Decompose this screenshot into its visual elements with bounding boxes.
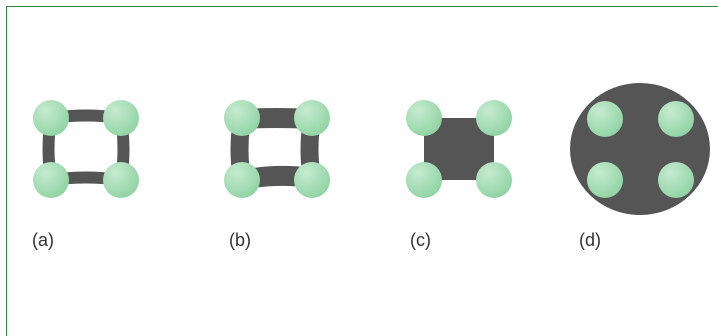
- figure-d: [570, 83, 710, 215]
- figure-label-b: (b): [229, 230, 251, 251]
- node-sphere-icon: [33, 162, 69, 198]
- cluster-diagram: [0, 0, 718, 321]
- node-sphere-icon: [294, 100, 330, 136]
- figure-label-d: (d): [579, 230, 601, 251]
- node-sphere-icon: [406, 162, 442, 198]
- figure-label-a: (a): [32, 230, 54, 251]
- circle-block: [570, 83, 710, 215]
- figure-c: [406, 100, 512, 198]
- node-sphere-icon: [476, 100, 512, 136]
- node-sphere-icon: [103, 100, 139, 136]
- node-sphere-icon: [224, 162, 260, 198]
- node-sphere-icon: [658, 101, 694, 137]
- node-sphere-icon: [587, 101, 623, 137]
- figure-b: [224, 100, 330, 198]
- node-sphere-icon: [103, 162, 139, 198]
- figure-label-c: (c): [410, 230, 431, 251]
- node-sphere-icon: [224, 100, 260, 136]
- node-sphere-icon: [406, 100, 442, 136]
- node-sphere-icon: [658, 162, 694, 198]
- node-sphere-icon: [294, 162, 330, 198]
- node-sphere-icon: [33, 100, 69, 136]
- node-sphere-icon: [476, 162, 512, 198]
- node-sphere-icon: [587, 162, 623, 198]
- figure-a: [33, 100, 139, 198]
